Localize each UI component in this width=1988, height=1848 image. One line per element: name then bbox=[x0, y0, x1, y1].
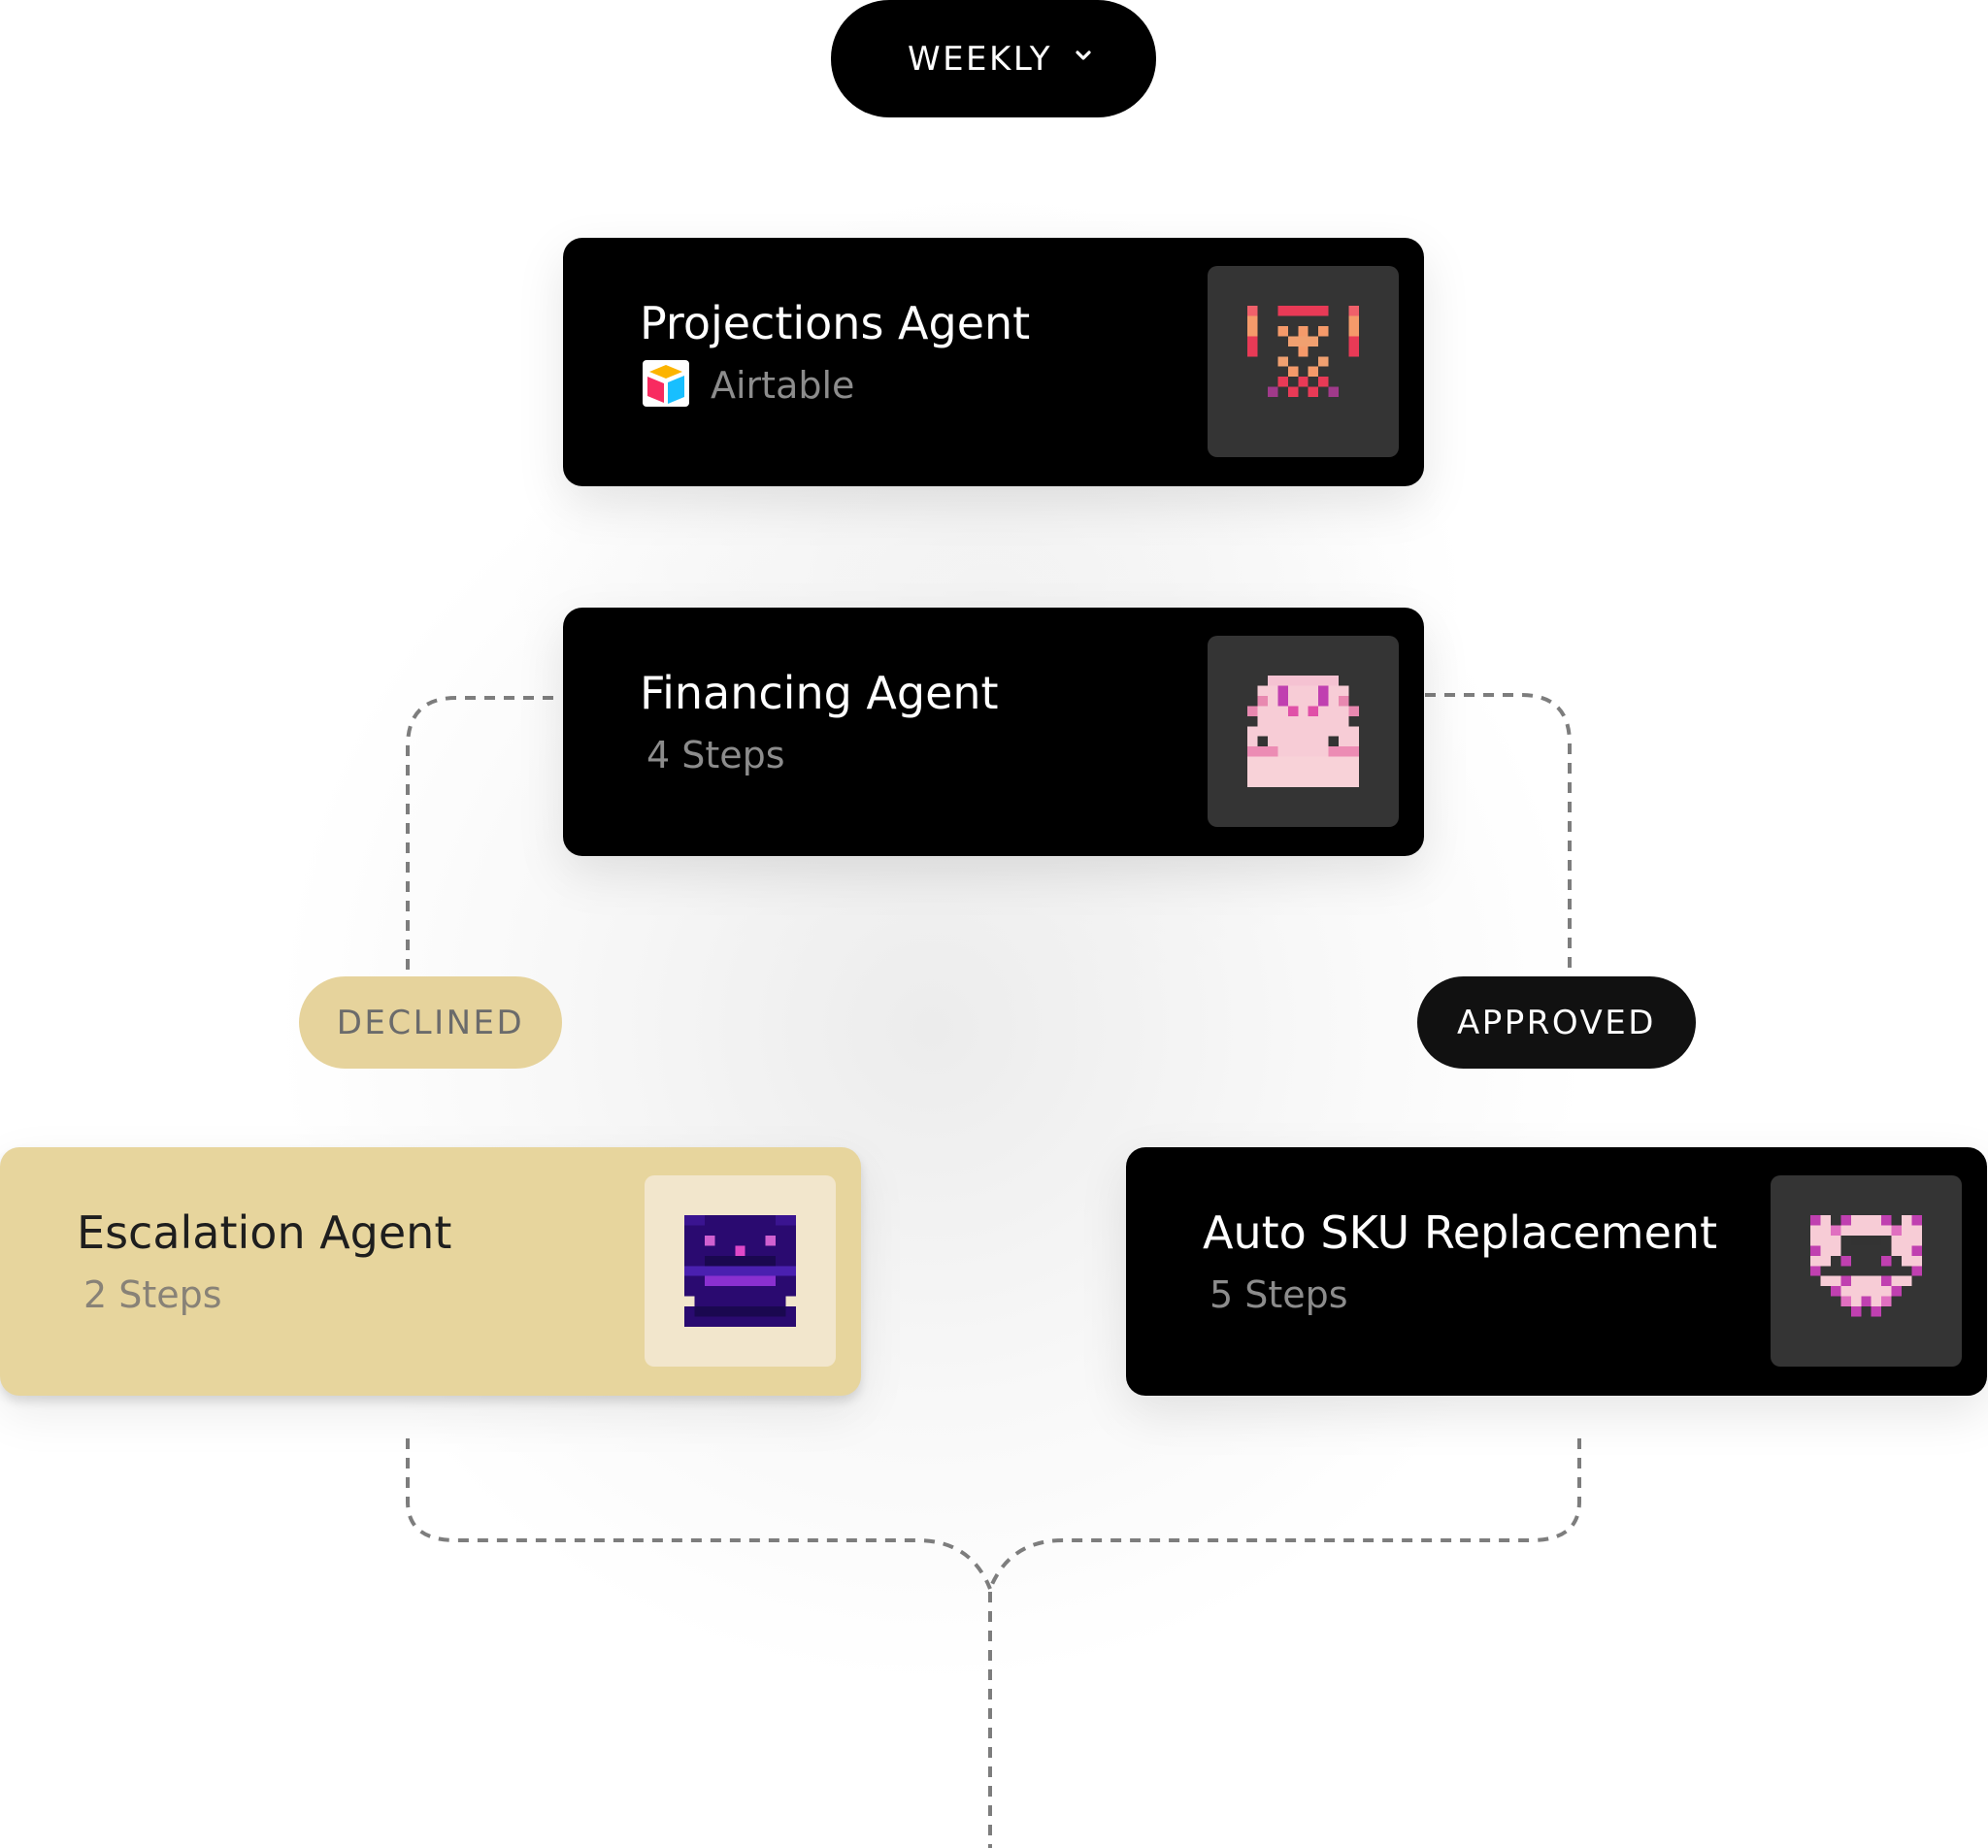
projections-agent-title: Projections Agent bbox=[640, 297, 1031, 349]
pixel-avatar-icon bbox=[1810, 1215, 1922, 1317]
financing-agent-card[interactable]: Financing Agent 4 Steps bbox=[563, 608, 1424, 856]
connector-financing-to-declined bbox=[406, 696, 553, 976]
trigger-frequency-label: WEEKLY bbox=[907, 39, 1053, 79]
escalation-agent-title: Escalation Agent bbox=[77, 1206, 452, 1259]
pixel-avatar-icon bbox=[684, 1215, 796, 1327]
pixel-avatar-icon bbox=[1247, 676, 1359, 787]
approved-label-text: APPROVED bbox=[1457, 1003, 1656, 1042]
auto-sku-replacement-title: Auto SKU Replacement bbox=[1203, 1206, 1718, 1259]
projections-agent-card[interactable]: Projections Agent Airtable bbox=[563, 238, 1424, 486]
declined-branch-label: DECLINED bbox=[299, 976, 562, 1069]
auto-sku-replacement-avatar bbox=[1771, 1175, 1962, 1367]
connector-escalation-to-merge bbox=[406, 1438, 992, 1590]
chevron-down-icon bbox=[1076, 50, 1091, 60]
approved-branch-label: APPROVED bbox=[1417, 976, 1696, 1069]
financing-agent-title: Financing Agent bbox=[640, 667, 999, 719]
connector-financing-to-approved bbox=[1425, 693, 1572, 976]
auto-sku-replacement-steps: 5 Steps bbox=[1209, 1273, 1348, 1316]
projections-agent-integration: Airtable bbox=[711, 364, 855, 407]
escalation-agent-steps: 2 Steps bbox=[83, 1273, 222, 1316]
financing-agent-steps: 4 Steps bbox=[646, 734, 785, 776]
declined-label-text: DECLINED bbox=[336, 1003, 525, 1042]
auto-sku-replacement-card[interactable]: Auto SKU Replacement 5 Steps bbox=[1126, 1147, 1987, 1396]
financing-agent-avatar bbox=[1208, 636, 1399, 827]
airtable-logo-icon bbox=[643, 360, 689, 407]
pixel-avatar-icon bbox=[1247, 306, 1359, 398]
escalation-agent-avatar bbox=[645, 1175, 836, 1367]
trigger-frequency-dropdown[interactable]: WEEKLY bbox=[831, 0, 1156, 117]
projections-agent-avatar bbox=[1208, 266, 1399, 457]
escalation-agent-card[interactable]: Escalation Agent 2 Steps bbox=[0, 1147, 861, 1396]
connector-autosku-to-merge bbox=[988, 1438, 1581, 1590]
